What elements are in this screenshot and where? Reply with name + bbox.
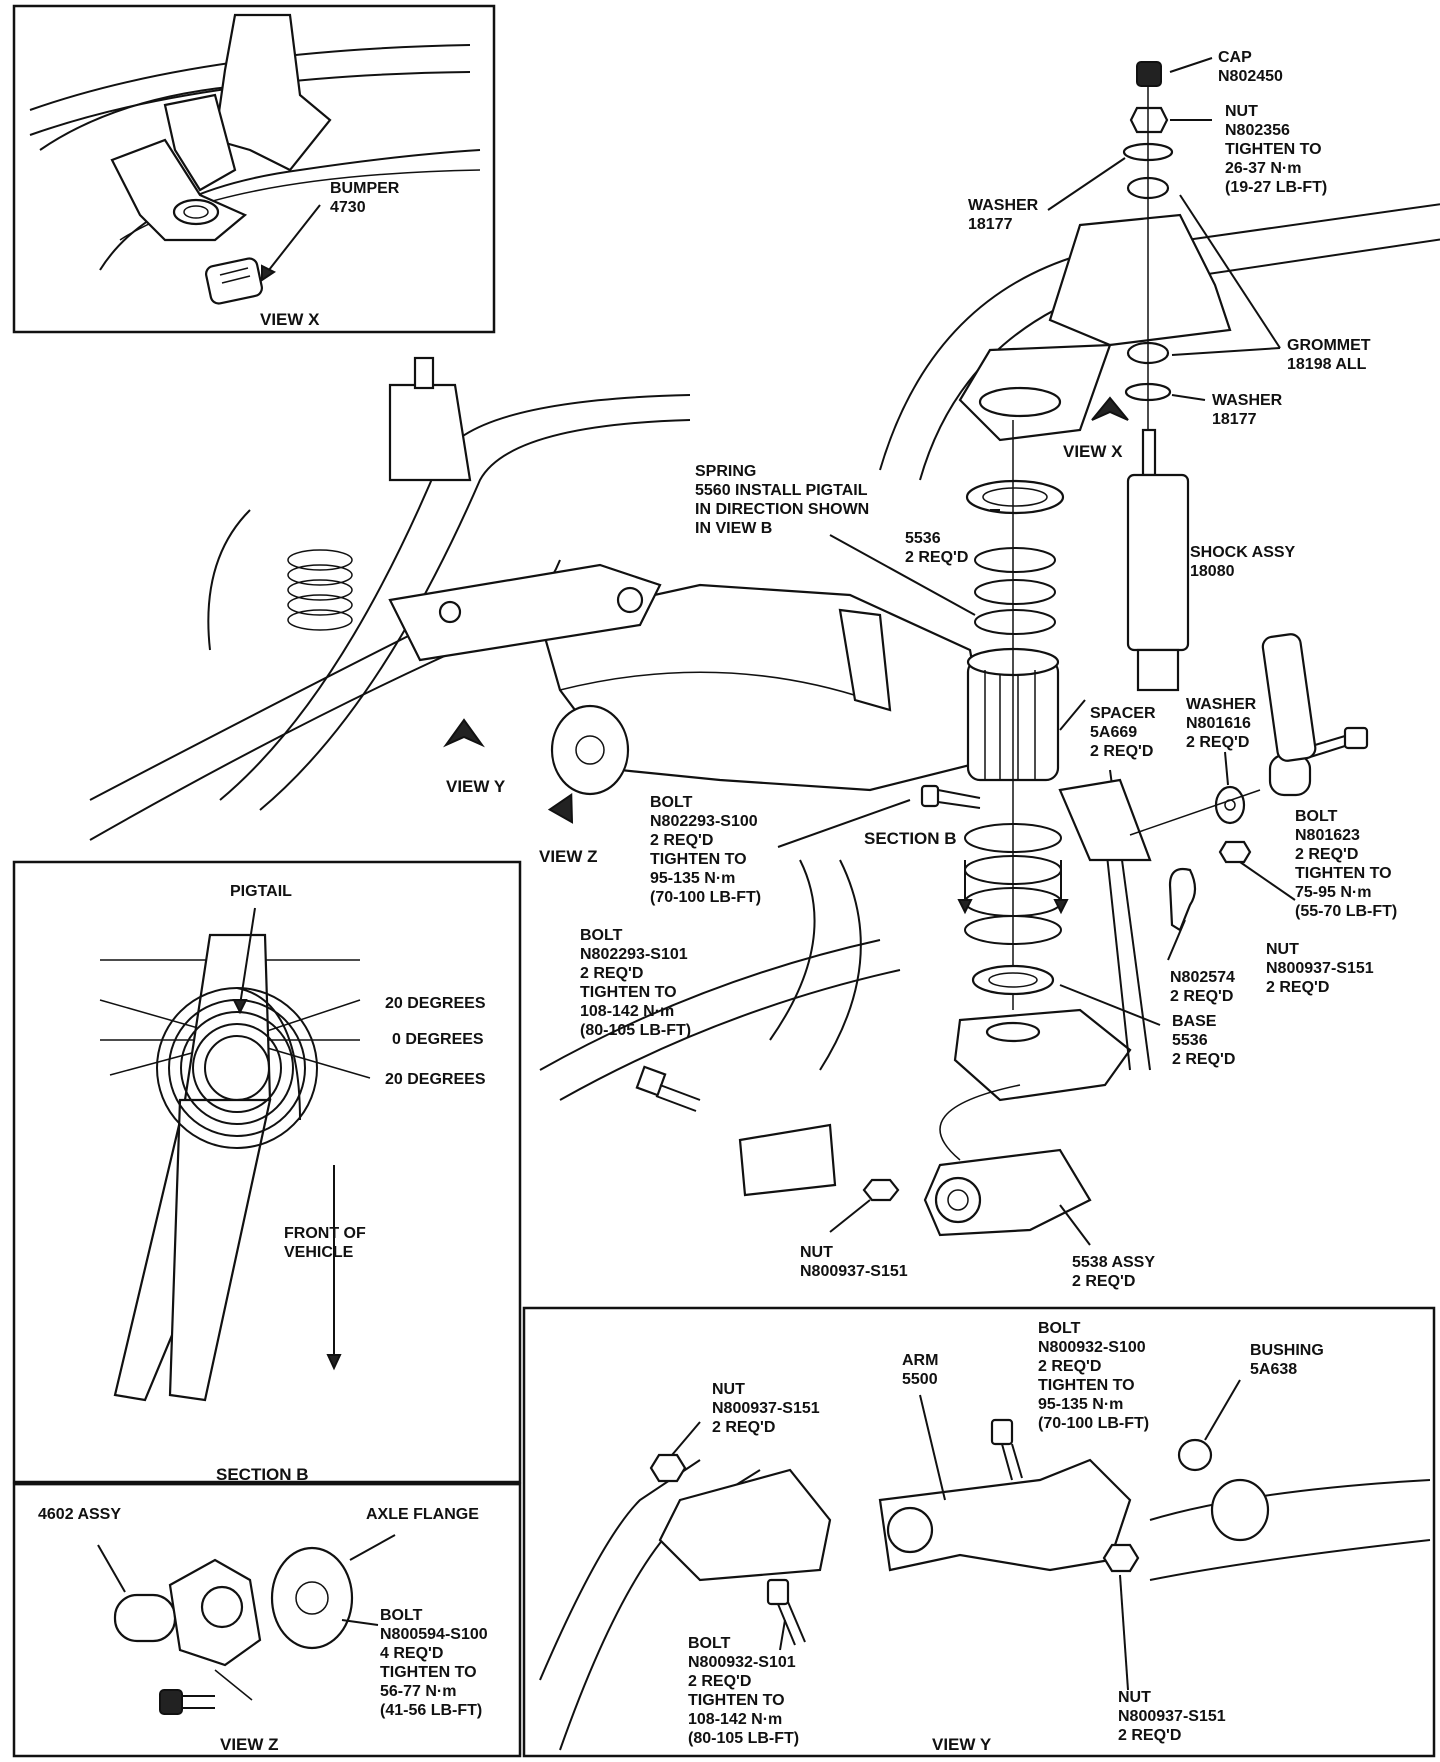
u-joint-icon <box>200 1585 244 1629</box>
nut-side-icon <box>1218 840 1252 864</box>
bushing-5a638-icon <box>1177 1438 1213 1472</box>
section-b-frame <box>12 860 522 1484</box>
view-z-title: VIEW Z <box>220 1735 279 1754</box>
nut-y-right-icon <box>1102 1543 1140 1573</box>
bolt-side-icon <box>1304 726 1369 759</box>
cap-icon <box>1136 61 1162 87</box>
axle-flange-main-icon <box>550 704 630 796</box>
view-z-frame <box>12 1482 522 1758</box>
view-y-arrow-icon <box>443 718 485 748</box>
view-arrows <box>443 396 1129 824</box>
label-deg-20-bottom: 20 DEGREES <box>385 1071 486 1088</box>
base-5536-icon <box>971 964 1055 996</box>
view-z-drawing <box>97 1534 396 1715</box>
view-z-arrow-title: VIEW Z <box>539 847 598 866</box>
inset-frames <box>12 4 1436 1758</box>
view-y-frame <box>522 1306 1436 1758</box>
bolt-center-icon <box>920 784 981 809</box>
leader-lines <box>671 57 1296 1691</box>
bolt-z-icon <box>159 1689 215 1715</box>
callout-labels: VIEW X VIEW X VIEW Y VIEW Z SECTION B SE… <box>38 49 1397 1754</box>
label-axle-flange: AXLE FLANGE <box>366 1506 479 1523</box>
front-direction-arrow-icon <box>326 1354 342 1371</box>
view-x-inset-title: VIEW X <box>260 310 320 329</box>
bumper-pad-icon <box>205 257 263 305</box>
nut-bottom-icon <box>862 1178 900 1202</box>
view-x-title: VIEW X <box>1063 442 1123 461</box>
view-y-drawing <box>539 1418 1431 1751</box>
section-b-title: SECTION B <box>216 1465 309 1484</box>
section-b-drawing <box>99 907 371 1402</box>
bolt-y-top-icon <box>990 1418 1023 1481</box>
view-x-inset-drawing <box>29 13 481 305</box>
insulator-5536-icon <box>965 479 1065 515</box>
washer-side-icon <box>1214 785 1246 825</box>
arm-bushing-icon <box>886 1506 934 1554</box>
lower-coil-spring-icon <box>957 823 1069 945</box>
view-y-arrow-title: VIEW Y <box>446 777 506 796</box>
shock-spring-stack <box>862 61 1440 1237</box>
nut-y-left-icon <box>649 1453 687 1483</box>
left-coil-spring-icon <box>287 549 353 631</box>
nut-top-icon <box>1129 106 1169 134</box>
view-x-arrow-icon <box>1091 396 1129 421</box>
label-deg-0: 0 DEGREES <box>392 1031 484 1048</box>
lower-spring-seat-icon <box>953 1008 1132 1102</box>
assy-5538-icon <box>923 1148 1092 1237</box>
main-exploded-view <box>89 356 992 1197</box>
left-shock-stud-icon <box>413 356 435 390</box>
clip-n802574-icon <box>1168 867 1197 932</box>
view-z-arrow-icon <box>547 792 574 824</box>
view-x-inset-frame <box>12 4 496 334</box>
view-y-title: VIEW Y <box>932 1735 992 1754</box>
label-pigtail: PIGTAIL <box>230 883 292 900</box>
bolt-left-icon <box>635 1065 701 1112</box>
bolt-y-bottom-icon <box>766 1578 806 1646</box>
label-deg-20-top: 20 DEGREES <box>385 995 486 1012</box>
spring-seat-upper-icon <box>978 386 1062 418</box>
upper-coil-spring-icon <box>974 547 1056 635</box>
section-b-arrow-title: SECTION B <box>864 829 957 848</box>
axle-flange-z-icon <box>270 1546 354 1650</box>
label-assy-4602: 4602 ASSY <box>38 1506 121 1523</box>
driveshaft-4602-icon <box>113 1593 177 1643</box>
shock-absorber-icon <box>1126 428 1190 692</box>
